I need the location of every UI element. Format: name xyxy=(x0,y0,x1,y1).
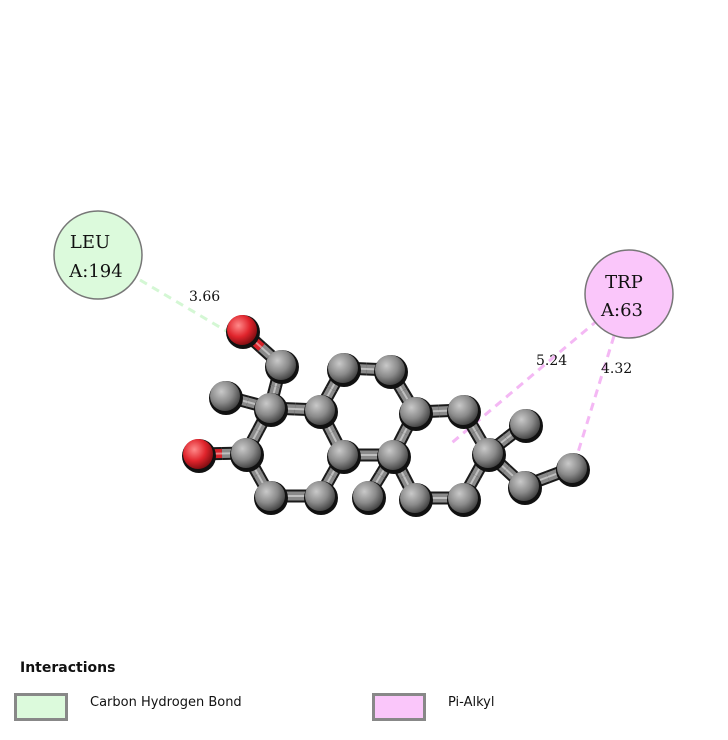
carbon-atom xyxy=(375,355,405,385)
carbon-atom xyxy=(353,481,383,511)
carbon-atom xyxy=(378,440,408,470)
carbon-atom xyxy=(328,353,358,383)
residue-leu: LEU A:194 xyxy=(53,210,143,300)
distance-label-trp-2: 4.32 xyxy=(601,361,632,377)
carbon-atom xyxy=(510,409,540,439)
carbon-atom xyxy=(509,471,539,501)
carbon-atom xyxy=(305,481,335,511)
legend-swatch-pi-alkyl xyxy=(372,693,426,721)
legend-title: Interactions xyxy=(20,660,116,676)
carbon-atom xyxy=(448,395,478,425)
residue-leu-name: LEU xyxy=(70,232,110,253)
carbon-atom xyxy=(328,440,358,470)
legend-label-pi-alkyl: Pi-Alkyl xyxy=(448,694,495,710)
trp-interaction-line-2 xyxy=(573,335,616,463)
residue-trp-chain: A:63 xyxy=(600,300,643,321)
residue-trp-disc xyxy=(584,249,674,339)
distance-label-leu: 3.66 xyxy=(189,289,220,305)
carbon-atom xyxy=(255,393,285,423)
carbon-atom xyxy=(473,438,503,468)
legend-swatch-carbon-hydrogen-bond xyxy=(14,693,68,721)
molecule-atoms xyxy=(182,315,590,517)
oxygen-atom xyxy=(227,315,257,345)
legend-item-pi-alkyl: Pi-Alkyl xyxy=(372,693,494,721)
carbon-atom xyxy=(557,453,587,483)
oxygen-atom xyxy=(183,439,213,469)
distance-label-trp-1: 5.24 xyxy=(536,353,567,369)
carbon-atom xyxy=(231,438,261,468)
carbon-atom xyxy=(210,381,240,411)
legend-item-carbon-hydrogen-bond: Carbon Hydrogen Bond xyxy=(14,693,242,721)
carbon-atom xyxy=(266,350,296,380)
legend-label-carbon-hydrogen-bond: Carbon Hydrogen Bond xyxy=(90,694,242,710)
carbon-atom xyxy=(400,397,430,427)
trp-interaction-line-1 xyxy=(447,318,599,448)
carbon-atom xyxy=(400,483,430,513)
residue-trp: TRP A:63 xyxy=(584,249,674,339)
carbon-atom xyxy=(305,395,335,425)
residue-leu-chain: A:194 xyxy=(68,261,122,282)
residue-leu-disc xyxy=(53,210,143,300)
carbon-atom xyxy=(448,483,478,513)
residue-trp-name: TRP xyxy=(605,272,643,293)
carbon-atom xyxy=(255,481,285,511)
